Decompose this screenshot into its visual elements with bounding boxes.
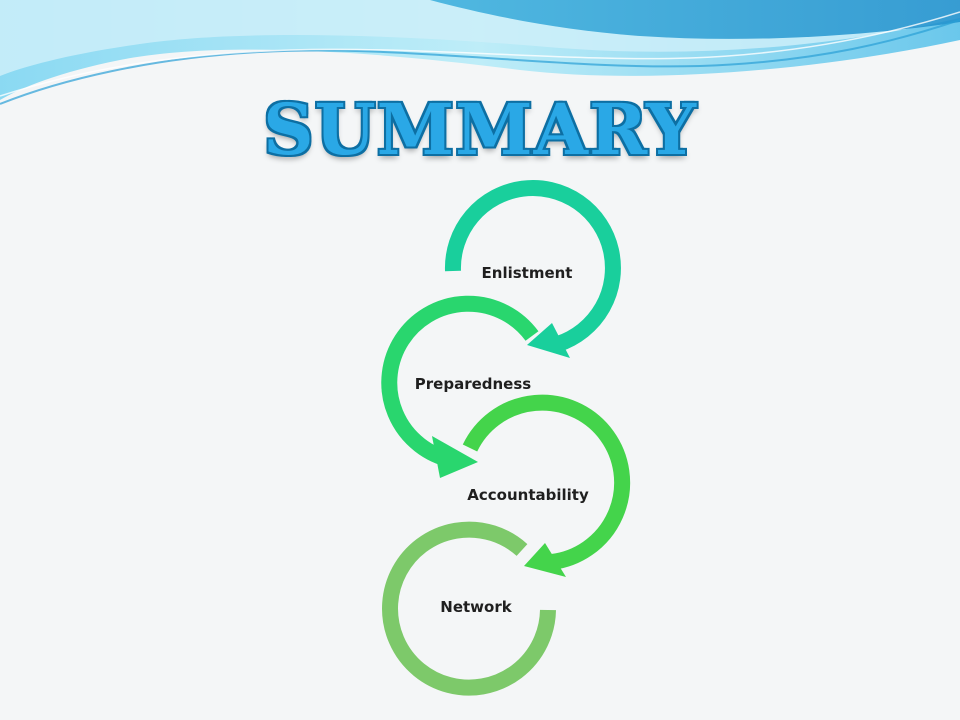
cycle-step-accountability bbox=[462, 394, 631, 577]
accountability-arrowhead bbox=[524, 543, 566, 577]
preparedness-arrowhead bbox=[432, 436, 478, 478]
cycle-step-preparedness bbox=[381, 295, 539, 478]
step-label-enlistment: Enlistment bbox=[481, 264, 573, 282]
top-wave-line bbox=[0, 19, 960, 105]
preparedness-arc bbox=[381, 295, 539, 468]
network-arc bbox=[382, 521, 556, 696]
enlistment-arc bbox=[444, 180, 621, 352]
step-label-accountability: Accountability bbox=[467, 486, 589, 504]
enlistment-arrowhead bbox=[527, 323, 570, 358]
accountability-arc bbox=[462, 394, 631, 570]
cycle-step-network bbox=[382, 521, 556, 696]
step-label-preparedness: Preparedness bbox=[414, 375, 532, 393]
top-wave-line-2 bbox=[0, 11, 960, 97]
slide-title: SUMMARY bbox=[263, 88, 697, 171]
step-label-network: Network bbox=[440, 598, 512, 616]
cycle-step-enlistment bbox=[444, 180, 621, 358]
top-wave-deep bbox=[430, 0, 960, 39]
